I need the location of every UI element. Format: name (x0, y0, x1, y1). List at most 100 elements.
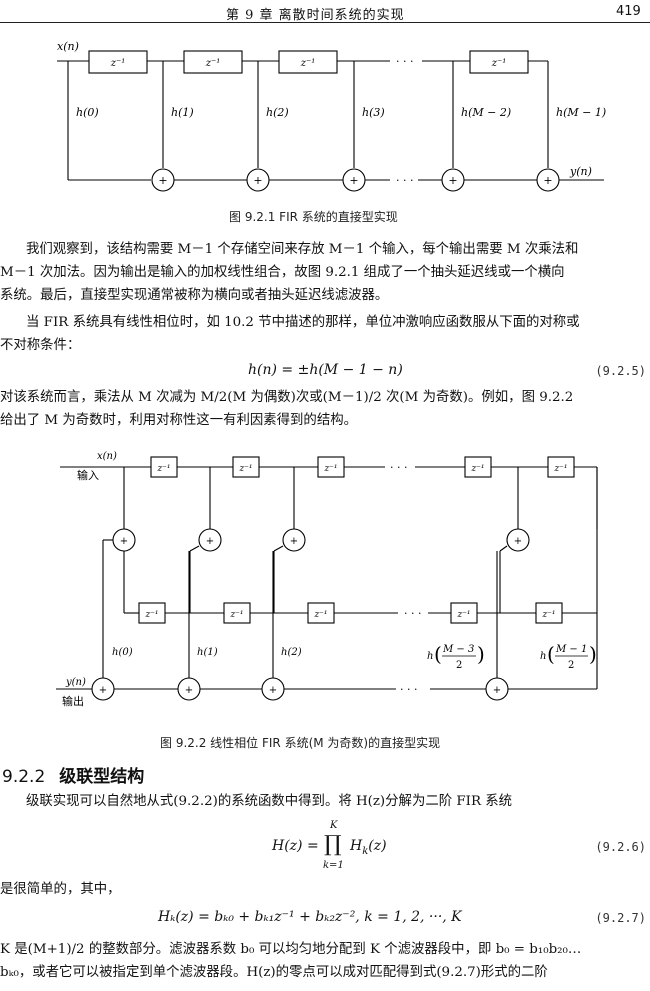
text-line: bₖ₀，或者它可以被指定到单个滤波器段。H(z)的零点可以成对匹配得到式(9.2… (0, 965, 548, 980)
svg-text:h: h (427, 651, 433, 662)
fig2-dots: · · · (404, 607, 421, 620)
fig2-adder (112, 528, 530, 552)
fig1-output-label: y(n) (569, 165, 592, 178)
fig2-z-label: z⁻¹ (156, 464, 170, 474)
paragraph: 对该系统而言，乘法从 M 次减为 M/2(M 为偶数)次或(M－1)/2 次(M… (0, 386, 650, 432)
fig2-adder-sign: + (206, 536, 214, 547)
svg-text:): ) (477, 642, 485, 666)
text-line: 是很简单的，其中， (0, 882, 121, 897)
fig1-coef-label: h(M − 2) (461, 106, 511, 119)
fig2-z-label: z⁻¹ (541, 610, 555, 620)
section-heading: 9.2.2 级联型结构 (2, 762, 144, 787)
fig2-adder-sign: + (269, 685, 277, 696)
fig1-delay-block (88, 50, 529, 74)
fig2-delay-block (138, 456, 575, 624)
fig2-z-label: z⁻¹ (229, 610, 243, 620)
equation-body: h(n) = ±h(M − 1 − n) (248, 362, 403, 378)
fig1-adder (151, 168, 560, 192)
fig2-adder-sign: + (514, 536, 522, 547)
header-rule (0, 22, 650, 23)
fig2-coef-label: h(2) (281, 647, 302, 658)
fig1-coef-label: h(0) (76, 106, 99, 119)
fig2-output-text: 输出 (62, 694, 84, 708)
fig2-coef-label: h(0) (112, 647, 133, 658)
text-line: 我们观察到，该结构需要 M－1 个存储空间来存放 M－1 个输入，每个输出需要 … (26, 242, 579, 257)
svg-text:2: 2 (456, 660, 462, 671)
svg-text:M − 1: M − 1 (555, 644, 587, 655)
text-line: 系统。最后，直接型实现通常被称为横向或者抽头延迟线滤波器。 (0, 288, 389, 303)
fig2-adder-sign: + (290, 536, 298, 547)
equation-rhs: Hk(z) (350, 838, 387, 857)
fig1-z-label: z⁻¹ (491, 58, 507, 69)
fig1-coef-label: h(2) (266, 106, 289, 119)
fig2-z-label: z⁻¹ (553, 464, 567, 474)
fig2-adder-sign: + (185, 685, 193, 696)
paragraph: 级联实现可以自然地从式(9.2.2)的系统函数中得到。将 H(z)分解为二阶 F… (0, 790, 650, 813)
svg-text:(: ( (547, 642, 555, 666)
figure-9-2-2: x(n) 输入 z⁻¹ z⁻¹ z⁻¹ z⁻¹ z⁻¹ z⁻¹ z⁻¹ z⁻¹ … (56, 451, 598, 708)
fig1-dots: · · · (396, 55, 413, 68)
figure-9-2-1: x(n) z⁻¹ z⁻¹ z⁻¹ z⁻¹ · · · + + + + + (57, 40, 606, 192)
text-line: K 是(M+1)/2 的整数部分。滤波器系数 b₀ 可以均匀地分配到 K 个滤波… (0, 942, 582, 957)
fig2-dots: · · · (390, 461, 407, 474)
section-number: 9.2.2 (2, 767, 46, 787)
fig2-z-label: z⁻¹ (238, 464, 252, 474)
equation-body: Hₖ(z) = bₖ₀ + bₖ₁z⁻¹ + bₖ₂z⁻², k = 1, 2,… (158, 909, 462, 925)
equation-9-2-6: H(z) = K ∏ k=1 Hk(z) (9.2.6) (0, 820, 650, 876)
figure-caption: 图 9.2.1 FIR 系统的直接型实现 (229, 210, 398, 224)
fig2-z-label: z⁻¹ (470, 464, 484, 474)
fig2-z-label: z⁻¹ (456, 610, 470, 620)
text-line: M－1 次加法。因为输出是输入的加权线性组合，故图 9.2.1 组成了一个抽头延… (0, 265, 565, 280)
chapter-title: 第 9 章 离散时间系统的实现 (226, 8, 405, 23)
fig1-coef-label: h(M − 1) (556, 106, 606, 119)
fig2-coef-label: h(1) (197, 647, 218, 658)
page-number: 419 (616, 4, 641, 19)
equation-lhs: H(z) = (272, 838, 319, 854)
paragraph: 我们观察到，该结构需要 M－1 个存储空间来存放 M－1 个输入，每个输出需要 … (0, 238, 650, 307)
paragraph: 当 FIR 系统具有线性相位时，如 10.2 节中描述的那样，单位冲激响应函数服… (0, 311, 650, 357)
product-sign: ∏ (324, 832, 342, 857)
fig1-z-label: z⁻¹ (205, 58, 221, 69)
fig2-adder-sign: + (493, 685, 501, 696)
paragraph: 是很简单的，其中， (0, 878, 650, 901)
fig2-dots: · · · (400, 683, 417, 696)
fig1-z-label: z⁻¹ (300, 58, 316, 69)
product-lower: k=1 (323, 860, 344, 871)
figure-caption: 图 9.2.2 线性相位 FIR 系统(M 为奇数)的直接型实现 (160, 736, 441, 750)
text-line: 级联实现可以自然地从式(9.2.2)的系统函数中得到。将 H(z)分解为二阶 F… (26, 794, 513, 809)
fig1-dots: · · · (396, 174, 413, 187)
fig2-z-label: z⁻¹ (144, 610, 158, 620)
fig1-z-label: z⁻¹ (110, 58, 126, 69)
fig2-input-label: x(n) (97, 451, 117, 462)
svg-text:(: ( (434, 642, 442, 666)
fig1-input-label: x(n) (57, 40, 79, 53)
equation-number: (9.2.6) (595, 840, 646, 854)
fig1-coef-label: h(3) (362, 106, 385, 119)
running-header: 第 9 章 离散时间系统的实现 419 (0, 0, 650, 23)
equation-9-2-7: Hₖ(z) = bₖ₀ + bₖ₁z⁻¹ + bₖ₂z⁻², k = 1, 2,… (0, 909, 650, 933)
text-line: 不对称条件： (0, 338, 81, 353)
fig2-coef-frac-label: h ( M − 3 2 ) h ( M − 1 2 ) (427, 642, 597, 671)
fig1-adder-sign: + (349, 174, 358, 187)
fig2-output-label: y(n) (65, 677, 86, 688)
section-title: 级联型结构 (59, 767, 145, 787)
equation-number: (9.2.5) (595, 364, 646, 378)
paragraph: K 是(M+1)/2 的整数部分。滤波器系数 b₀ 可以均匀地分配到 K 个滤波… (0, 938, 650, 984)
text-line: 当 FIR 系统具有线性相位时，如 10.2 节中描述的那样，单位冲激响应函数服… (26, 315, 580, 330)
svg-text:h: h (540, 651, 546, 662)
equation-9-2-5: h(n) = ±h(M − 1 − n) (9.2.5) (0, 362, 650, 386)
fig1-adder-sign: + (448, 174, 457, 187)
fig2-adder-sign: + (120, 536, 128, 547)
fig1-adder-sign: + (158, 174, 167, 187)
text-line: 对该系统而言，乘法从 M 次减为 M/2(M 为偶数)次或(M－1)/2 次(M… (0, 390, 574, 405)
fig1-coef-label: h(1) (171, 106, 194, 119)
text-line: 给出了 M 为奇数时，利用对称性这一有利因素得到的结构。 (0, 413, 357, 428)
fig1-adder-sign: + (543, 174, 552, 187)
fig1-adder-sign: + (253, 174, 262, 187)
equation-number: (9.2.7) (595, 911, 646, 925)
fig2-input-text: 输入 (77, 468, 99, 482)
fig2-z-label: z⁻¹ (313, 610, 327, 620)
svg-text:2: 2 (568, 660, 574, 671)
product-upper: K (330, 820, 338, 831)
fig2-z-label: z⁻¹ (323, 464, 337, 474)
